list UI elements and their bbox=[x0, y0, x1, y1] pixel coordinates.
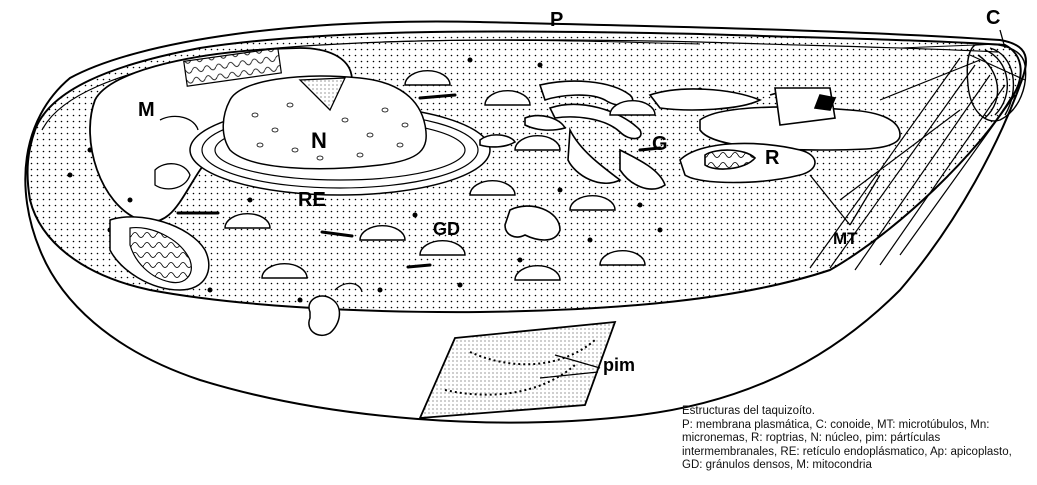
label-G: G bbox=[652, 134, 668, 154]
label-P: P bbox=[550, 10, 563, 30]
caption-title: Estructuras del taquizoíto. bbox=[682, 405, 1032, 419]
label-RE: RE bbox=[298, 190, 326, 210]
label-GD: GD bbox=[433, 220, 460, 238]
label-R: R bbox=[765, 148, 779, 168]
label-pim: pim bbox=[603, 356, 635, 374]
caption-body: P: membrana plasmática, C: conoide, MT: … bbox=[682, 419, 1032, 473]
figure-caption: Estructuras del taquizoíto. P: membrana … bbox=[682, 405, 1032, 473]
label-M: M bbox=[138, 100, 155, 120]
label-MT: MT bbox=[833, 230, 858, 247]
label-N: N bbox=[311, 130, 327, 152]
label-C: C bbox=[986, 8, 1000, 28]
